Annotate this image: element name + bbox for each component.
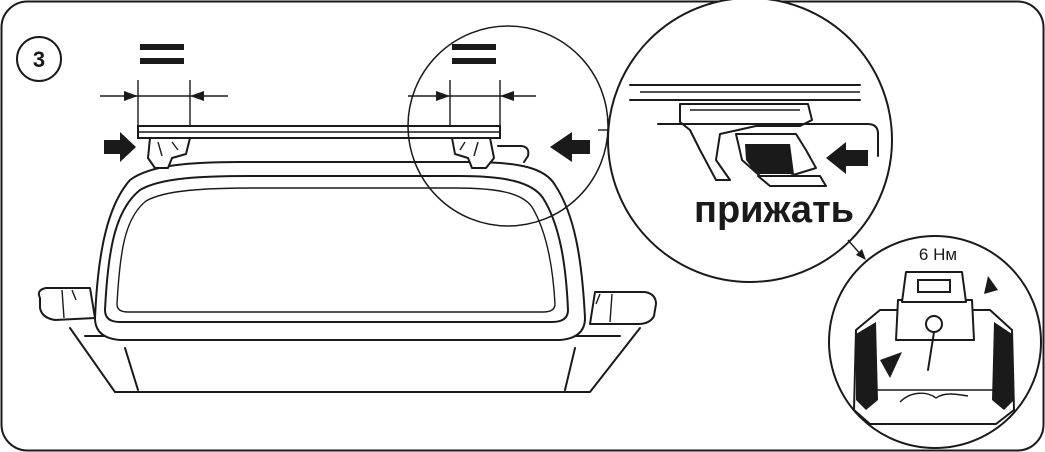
left-foot xyxy=(147,137,191,169)
torque-label: 6 Нм xyxy=(919,245,957,264)
step-number: 3 xyxy=(33,47,45,72)
roof-bar xyxy=(137,125,501,139)
arrow-push-left xyxy=(104,132,136,162)
press-label: прижать xyxy=(694,189,854,231)
step-badge: 3 xyxy=(16,36,62,82)
right-foot xyxy=(451,137,495,169)
dimension-right xyxy=(408,44,536,126)
detail-torque-closeup: 6 Нм xyxy=(828,235,1042,449)
car-rear-view xyxy=(37,161,657,393)
detail-foot-closeup xyxy=(607,0,893,283)
arrow-press-right xyxy=(550,132,590,162)
dimension-left xyxy=(100,44,228,126)
hex-key xyxy=(497,145,530,163)
